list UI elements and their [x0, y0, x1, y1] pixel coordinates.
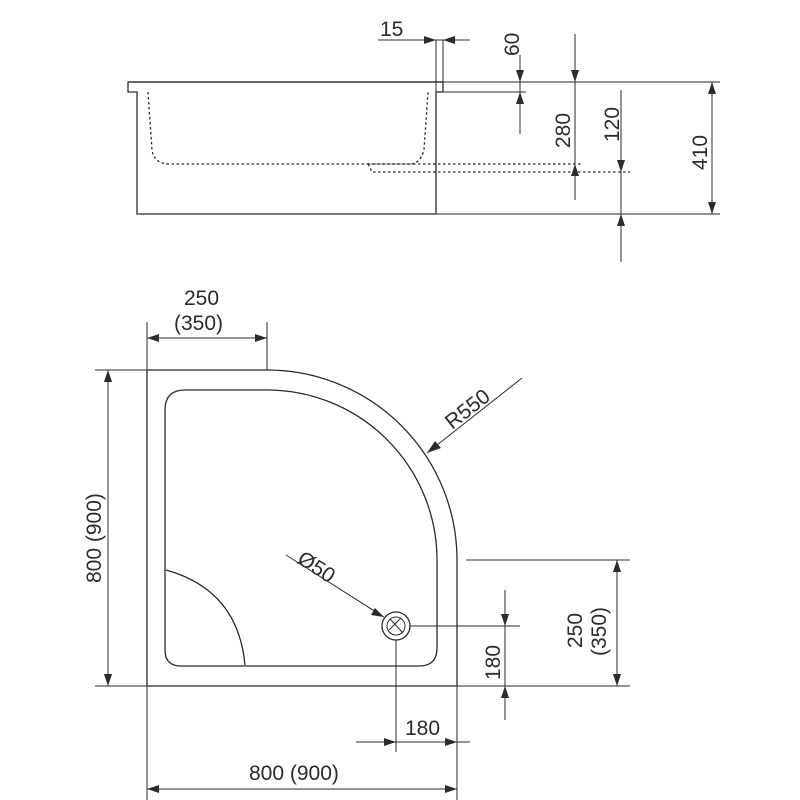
dim-total-height-arrow-bottom [708, 202, 716, 214]
dim-right-offset-label: 250 [564, 613, 587, 648]
drain [381, 611, 411, 641]
dim-drain-y-label: 180 [482, 645, 505, 680]
dim-lip-height-label: 60 [501, 33, 524, 56]
dim-lip-width-arrow-right [443, 36, 455, 44]
dim-side-length-arrow-top [104, 370, 112, 382]
dim-total-height-arrow-top [708, 82, 716, 94]
dim-lip-width-label: 15 [380, 18, 403, 41]
dim-depth-arrow-bottom [571, 164, 579, 176]
dim-radius-arrow [427, 441, 441, 453]
drain-cross-b [388, 617, 402, 631]
dim-lip-height-arrow-top [516, 70, 524, 82]
dim-drain-y-arrow-bottom [501, 686, 509, 698]
drain-inner-ring [386, 616, 406, 636]
dim-drain-diameter-leader [285, 554, 385, 618]
dim-top-offset-arrow-left [147, 334, 159, 342]
dim-top-offset-label: 250 [184, 287, 219, 310]
dim-drain-height-arrow-top [617, 160, 625, 172]
dim-drain-x-label: 180 [405, 717, 440, 740]
dim-bottom-length-arrow-left [147, 785, 159, 793]
dim-drain-x-arrow-right [445, 738, 457, 746]
dim-lip-height-arrow-bottom [516, 92, 524, 104]
dim-side-length-label: 800 (900) [83, 493, 106, 583]
dim-total-height-label: 410 [689, 135, 712, 170]
dim-depth-label: 280 [552, 113, 575, 148]
dim-top-offset-alt-label: (350) [174, 312, 223, 335]
basin-hidden-line [147, 91, 429, 165]
dim-drain-height-arrow-bottom [617, 214, 625, 226]
tray-outer-outline [146, 369, 458, 687]
dim-right-offset-alt-label: (350) [588, 607, 611, 656]
tray-inner-basin [164, 389, 438, 667]
tray-side-outline [127, 81, 444, 215]
dim-radius-label: R550 [441, 385, 495, 434]
dim-depth-arrow-top [571, 70, 579, 82]
side-view: 15 60 280 120 410 [127, 18, 720, 262]
dim-top-offset-arrow-right [255, 334, 267, 342]
corner-seat-curve [165, 569, 246, 666]
dim-right-offset-arrow-bottom [613, 674, 621, 686]
dim-right-offset-arrow-top [613, 560, 621, 572]
dim-radius-leader [426, 377, 523, 454]
dim-side-length-arrow-bottom [104, 674, 112, 686]
drain-cross-a [389, 618, 404, 634]
drain-hidden-line [367, 163, 630, 173]
dim-drain-diameter-arrow [371, 608, 384, 617]
dim-drain-diameter-label: Ø50 [293, 547, 339, 588]
dim-lip-width-arrow-left [424, 36, 436, 44]
dim-bottom-length-arrow-right [445, 785, 457, 793]
dim-bottom-length-label: 800 (900) [249, 762, 339, 785]
dim-drain-height-label: 120 [601, 107, 624, 142]
plan-view: 250 (350) R550 Ø50 800 (900) 250 (350) 1… [83, 287, 630, 800]
dim-drain-y-arrow-top [501, 614, 509, 626]
dim-drain-x-arrow-left [384, 738, 396, 746]
